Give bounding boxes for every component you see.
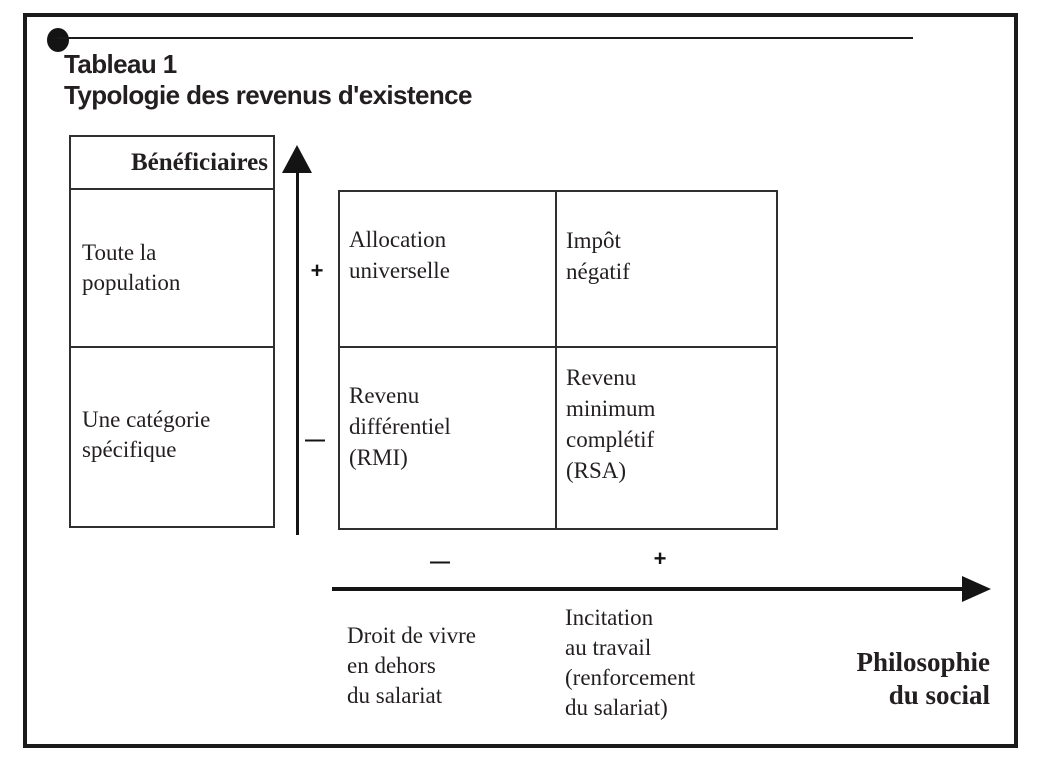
- matrix-cell-revenu-minimum-completif: Revenu minimum complétif (RSA): [566, 365, 656, 483]
- beneficiaries-row-specific-category: Une catégorie spécifique: [82, 407, 211, 462]
- matrix-cell-revenu-differentiel: Revenu différentiel (RMI): [340, 348, 557, 528]
- vertical-axis-line: [296, 168, 299, 535]
- caption-incitation-au-travail: Incitation au travail (renforcement du s…: [565, 605, 696, 720]
- figure-title: Typologie des revenus d'existence: [64, 80, 472, 110]
- vertical-axis-minus: —: [305, 429, 325, 451]
- arrow-up-icon: [282, 145, 312, 173]
- horizontal-axis-label: Philosophie du social: [856, 647, 990, 710]
- header-rule: [57, 37, 913, 39]
- figure-title-block: Tableau 1 Typologie des revenus d'existe…: [64, 49, 472, 111]
- beneficiaries-table: Bénéficiaires Toute la population Une ca…: [69, 135, 275, 528]
- beneficiaries-header: Bénéficiaires: [71, 137, 273, 190]
- arrow-right-icon: [962, 576, 991, 602]
- horizontal-axis-plus: +: [653, 546, 667, 571]
- vertical-axis-plus: +: [310, 258, 324, 283]
- beneficiaries-row-whole-population: Toute la population: [71, 190, 273, 348]
- caption-droit-de-vivre: Droit de vivre en dehors du salariat: [347, 623, 477, 708]
- matrix-cell-impot-negatif: Impôt négatif: [557, 192, 776, 348]
- typology-matrix: Allocation universelle Impôt négatif Rev…: [338, 190, 778, 530]
- table-number: Tableau 1: [64, 49, 177, 79]
- horizontal-axis-minus: —: [430, 551, 450, 573]
- matrix-cell-allocation-universelle: Allocation universelle: [340, 192, 557, 348]
- bullet-dot-icon: [47, 28, 69, 52]
- horizontal-axis-line: [332, 587, 966, 591]
